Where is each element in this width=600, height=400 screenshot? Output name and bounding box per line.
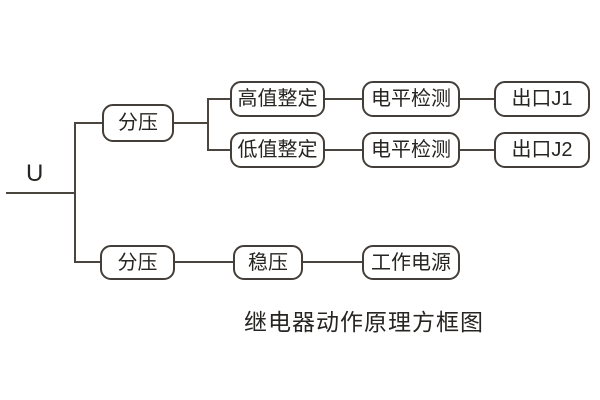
input-voltage-label: U [26,160,44,187]
node-output-j2: 出口J2 [494,132,590,168]
node-voltage-divider-bottom: 分压 [100,245,175,280]
node-working-power-supply: 工作电源 [362,245,460,280]
node-level-detection-2: 电平检测 [362,132,460,168]
node-low-value-setting: 低值整定 [230,132,325,168]
node-high-value-setting: 高值整定 [230,81,325,117]
node-voltage-regulator: 稳压 [233,245,303,280]
node-voltage-divider-top: 分压 [102,104,174,142]
diagram-caption: 继电器动作原理方框图 [244,309,484,335]
node-level-detection-1: 电平检测 [362,81,460,117]
node-output-j1: 出口J1 [494,81,590,117]
